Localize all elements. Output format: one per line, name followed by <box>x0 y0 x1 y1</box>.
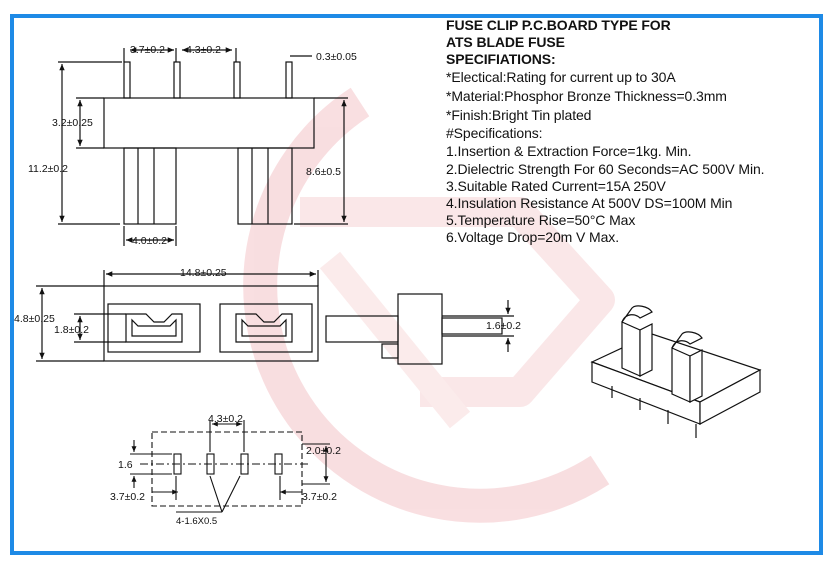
dim-pin-thickness: 0.3±0.05 <box>316 51 357 63</box>
spec-finish: *Finish:Bright Tin plated <box>446 107 592 123</box>
dim-front-pitch-b: 4.3±0.2 <box>186 44 221 56</box>
spec-item-6: 6.Voltage Drop=20m V Max. <box>446 229 619 245</box>
dim-clip-width: 4.0±0.2 <box>132 235 167 247</box>
dim-top-depth: 4.8±0.25 <box>14 313 55 325</box>
pcb-layout <box>130 420 330 513</box>
dim-pcb-edge-left: 3.7±0.2 <box>110 491 145 503</box>
top-view-labels: 14.8±0.25 4.8±0.25 1.8±0.2 <box>14 267 227 336</box>
dim-clip-height: 8.6±0.5 <box>306 166 341 178</box>
spec-subheading: #Specifications: <box>446 125 543 141</box>
dim-side-pin: 1.6±0.2 <box>486 320 521 332</box>
pcb-layout-labels: 4.3±0.2 2.0±0.2 1.6 3.7±0.2 3.7±0.2 4-1.… <box>110 413 341 527</box>
dim-total-height: 11.2±0.2 <box>28 163 68 175</box>
specs-heading: SPECIFIATIONS: <box>446 51 556 67</box>
dim-pcb-edge-right: 3.7±0.2 <box>302 491 337 503</box>
note-pcb-holes: 4-1.6X0.5 <box>176 516 217 527</box>
title-line-1: FUSE CLIP P.C.BOARD TYPE FOR <box>446 17 671 33</box>
spec-item-4: 4.Insulation Resistance At 500V DS=100M … <box>446 195 733 211</box>
title-line-2: ATS BLADE FUSE <box>446 34 565 50</box>
spec-item-3: 3.Suitable Rated Current=15A 250V <box>446 178 666 194</box>
dim-top-slot: 1.8±0.2 <box>54 324 89 336</box>
front-view <box>58 47 348 246</box>
dim-body-height: 3.2±0.25 <box>52 117 93 129</box>
spec-material: *Material:Phosphor Bronze Thickness=0.3m… <box>446 88 727 104</box>
spec-item-5: 5.Temperature Rise=50°C Max <box>446 212 636 228</box>
dim-pcb-pitch: 4.3±0.2 <box>208 413 243 425</box>
spec-electrical: *Electical:Rating for current up to 30A <box>446 69 676 85</box>
dim-pcb-row: 2.0±0.2 <box>306 445 341 457</box>
side-view <box>325 293 514 365</box>
spec-item-1: 1.Insertion & Extraction Force=1kg. Min. <box>446 143 692 159</box>
top-view <box>36 270 319 362</box>
dim-top-length: 14.8±0.25 <box>180 267 227 279</box>
dim-front-pitch-a: 3.7±0.2 <box>130 44 165 56</box>
front-view-labels: 3.7±0.2 4.3±0.2 0.3±0.05 3.2±0.25 11.2±0… <box>28 44 357 247</box>
drawing-frame <box>10 14 823 555</box>
watermark-logo <box>243 87 615 523</box>
side-view-labels: 1.6±0.2 <box>486 320 521 332</box>
dim-pcb-hole: 1.6 <box>118 459 133 471</box>
spec-item-2: 2.Dielectric Strength For 60 Seconds=AC … <box>446 161 765 177</box>
isometric-view <box>590 305 762 438</box>
